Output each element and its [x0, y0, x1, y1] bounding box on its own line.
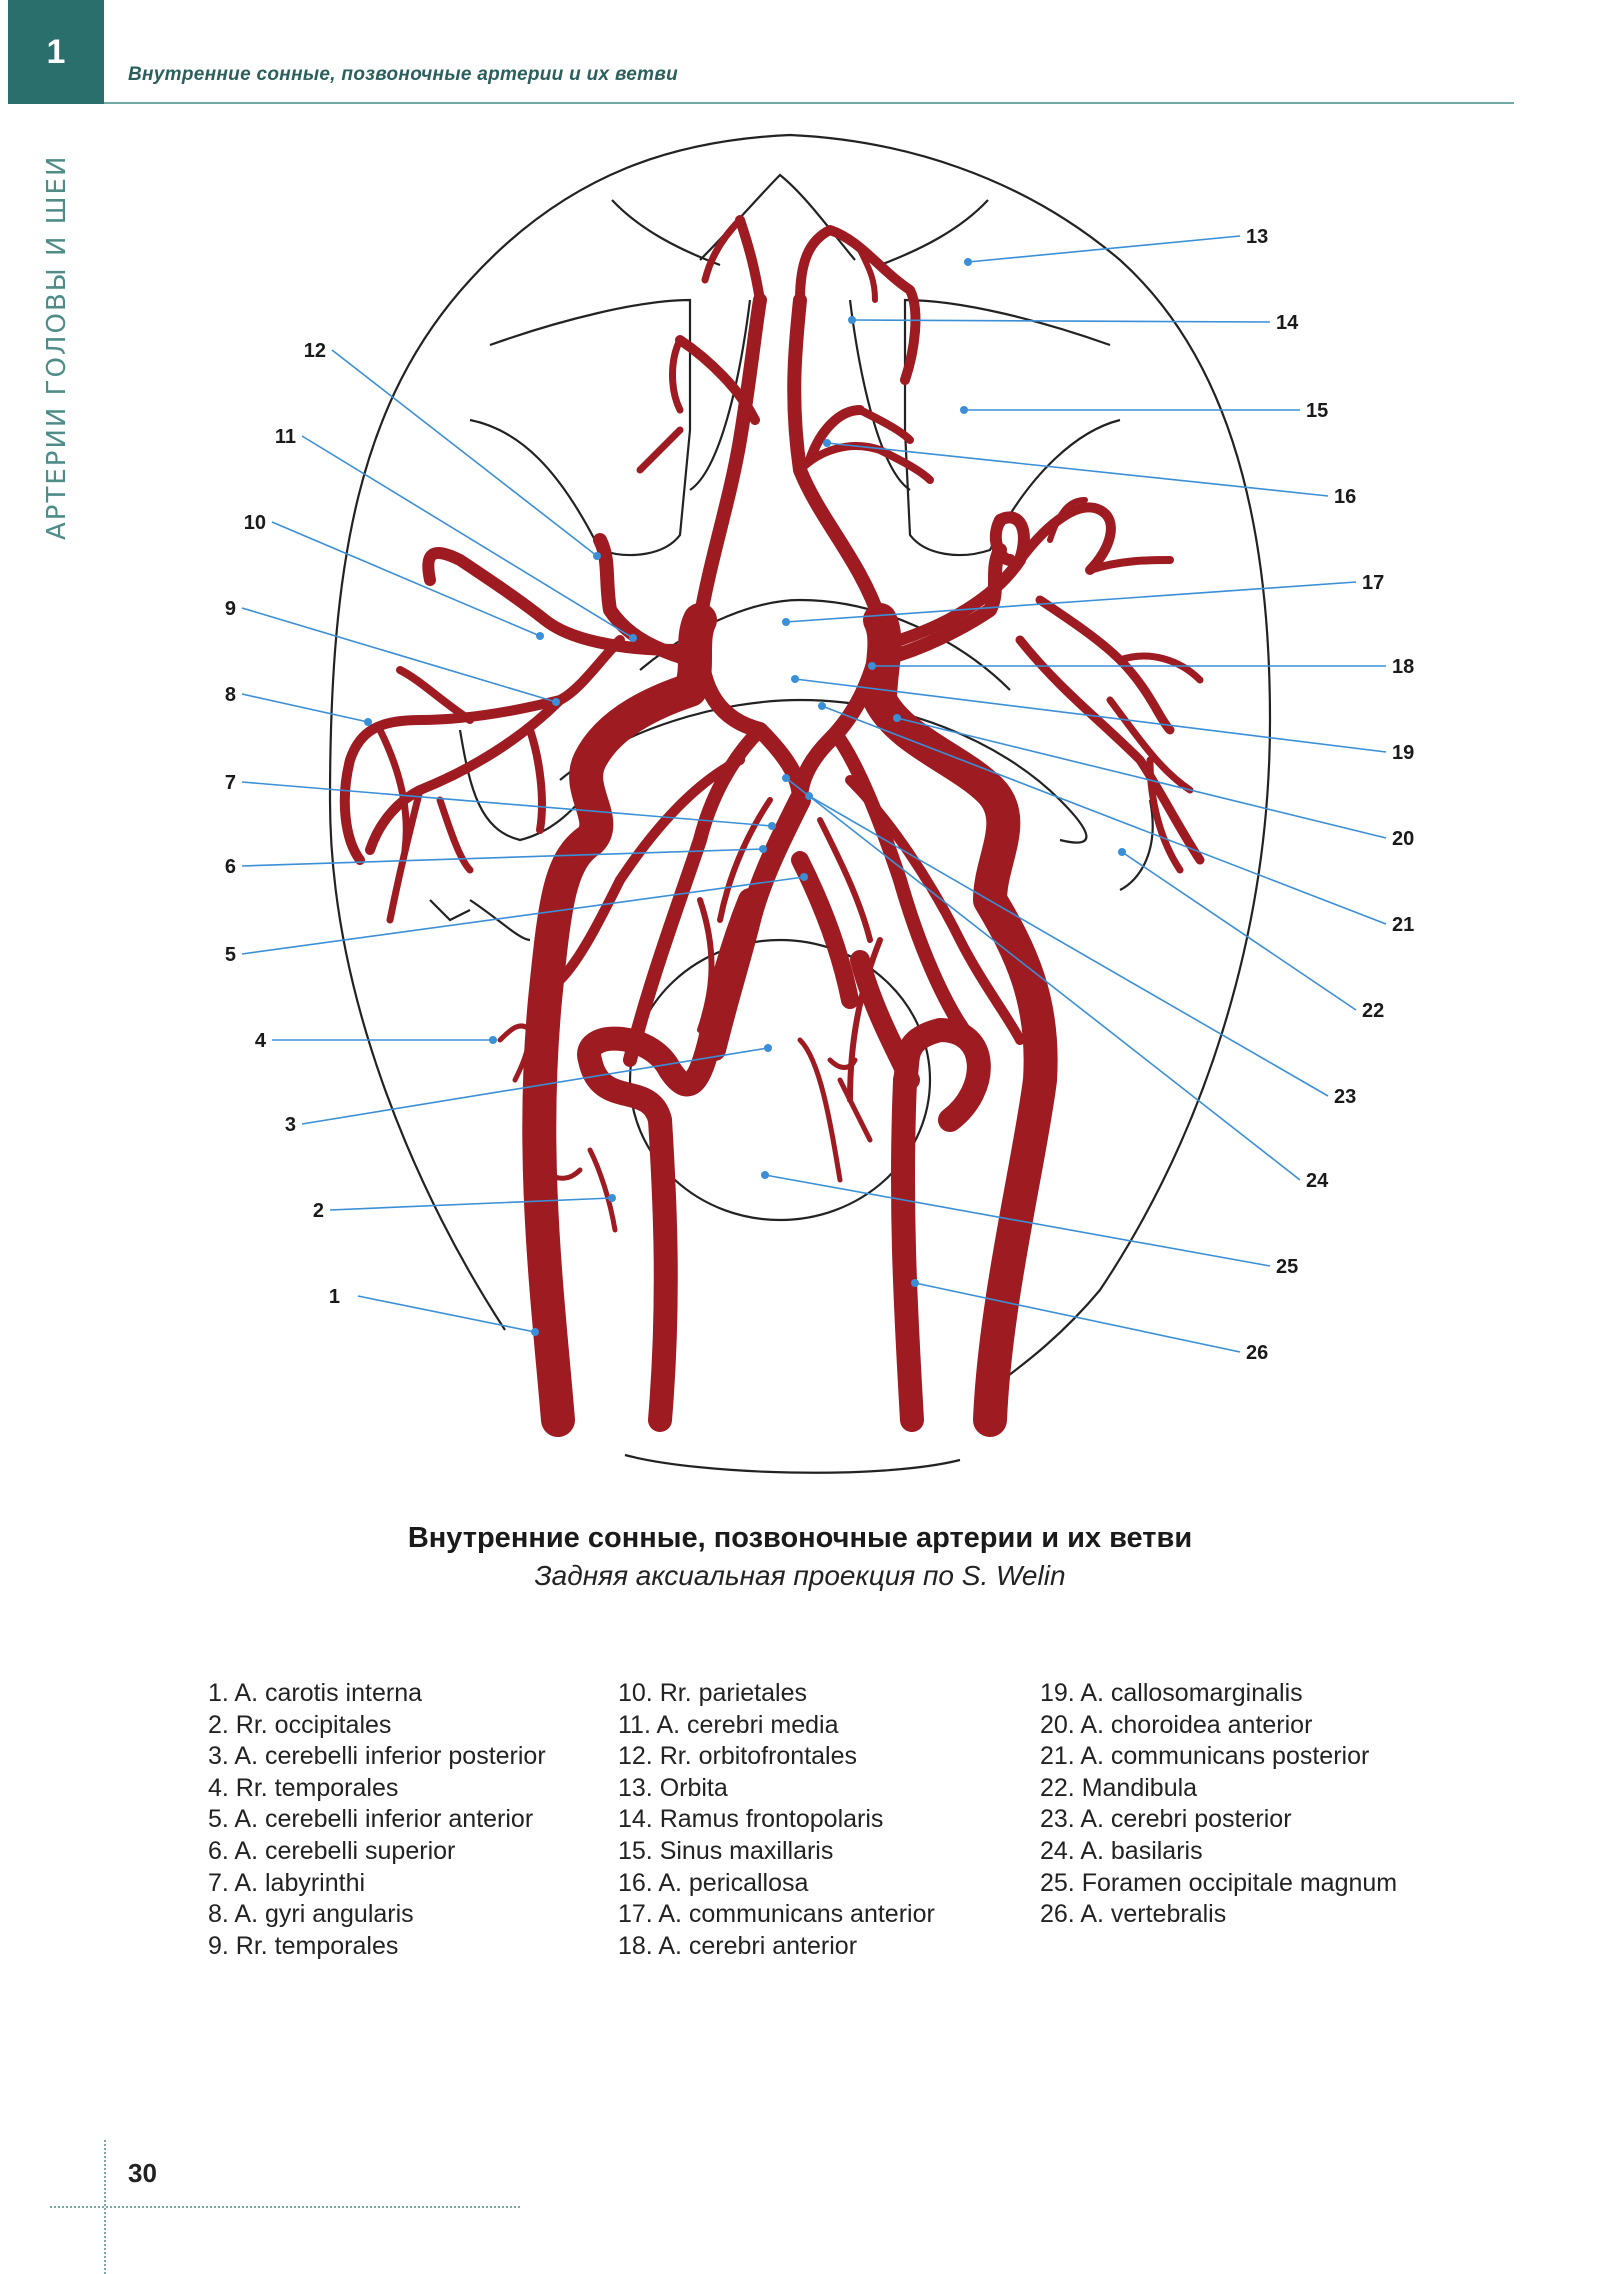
page-number: 30	[128, 2158, 157, 2188]
callout-9: 9	[225, 598, 236, 620]
callout-21: 21	[1392, 914, 1414, 936]
legend-item: 6. A. cerebelli superior	[208, 1836, 456, 1865]
legend-item: 7. A. labyrinthi	[208, 1868, 366, 1897]
callout-6: 6	[225, 856, 236, 878]
legend-column-2: 10. Rr. parietales 11. A. cerebri media …	[618, 1678, 935, 1962]
legend-item: 24. A. basilaris	[1040, 1836, 1203, 1865]
callout-10: 10	[244, 512, 266, 534]
chapter-number-box: 1	[8, 0, 104, 104]
legend-item: 23. A. cerebri posterior	[1040, 1805, 1292, 1834]
legend-item: 1. A. carotis interna	[208, 1679, 423, 1707]
callout-22: 22	[1362, 1000, 1384, 1022]
callout-26: 26	[1246, 1342, 1268, 1364]
legend-item: 20. A. choroidea anterior	[1040, 1710, 1313, 1739]
artery-diagram: 1 2 3 4 5 6 7 8 9 10 11 12 13 14 15 16 1…	[225, 133, 1414, 1474]
callout-24: 24	[1306, 1170, 1329, 1192]
callout-11: 11	[275, 426, 296, 448]
callout-1: 1	[329, 1286, 340, 1308]
figure-caption-title: Внутренние сонные, позвоночные артерии и…	[407, 1522, 1193, 1554]
legend-item: 10. Rr. parietales	[618, 1679, 807, 1707]
header-rule	[104, 102, 1514, 104]
callout-13: 13	[1246, 226, 1268, 248]
footer-dotted-vertical	[104, 2140, 106, 2274]
callout-15: 15	[1306, 400, 1328, 422]
legend-item: 26. A. vertebralis	[1040, 1900, 1227, 1929]
legend-item: 13. Orbita	[618, 1773, 728, 1802]
callout-20: 20	[1392, 828, 1414, 850]
leader-dots	[364, 258, 1126, 1336]
legend-column-1: 1. A. carotis interna 2. Rr. occipitales…	[208, 1678, 546, 1962]
callout-17: 17	[1362, 572, 1384, 594]
callout-5: 5	[225, 944, 236, 966]
legend-item: 11. A. cerebri media	[618, 1710, 839, 1739]
figure-caption-subtitle: Задняя аксиальная проекция по S. Welin	[534, 1560, 1066, 1591]
legend-item: 25. Foramen occipitale magnum	[1040, 1868, 1398, 1897]
legend-item: 17. A. communicans anterior	[618, 1900, 935, 1929]
callout-19: 19	[1392, 742, 1414, 764]
arteries	[339, 215, 1205, 1437]
legend-item: 12. Rr. orbitofrontales	[618, 1742, 858, 1771]
legend-item: 18. A. cerebri anterior	[618, 1931, 858, 1960]
legend-item: 16. A. pericallosa	[618, 1868, 809, 1897]
callouts-right: 13 14 15 16 17 18 19 20 21 22 23 24 25 2…	[1246, 226, 1414, 1364]
header-title: Внутренние сонные, позвоночные артерии и…	[128, 64, 679, 85]
callout-4: 4	[255, 1030, 267, 1052]
callout-16: 16	[1334, 486, 1356, 508]
legend-item: 5. A. cerebelli inferior anterior	[208, 1805, 534, 1834]
callout-25: 25	[1276, 1256, 1298, 1278]
legend-column-3: 19. A. callosomarginalis 20. A. choroide…	[1040, 1678, 1397, 1931]
legend-item: 4. Rr. temporales	[208, 1773, 399, 1802]
legend-item: 8. A. gyri angularis	[208, 1900, 414, 1929]
callout-12: 12	[304, 340, 326, 362]
callout-14: 14	[1276, 312, 1299, 334]
legend-item: 3. A. cerebelli inferior posterior	[208, 1742, 546, 1771]
legend-item: 19. A. callosomarginalis	[1040, 1679, 1303, 1707]
callouts-left: 1 2 3 4 5 6 7 8 9 10 11 12	[225, 340, 340, 1308]
callout-2: 2	[313, 1200, 324, 1222]
chapter-number: 1	[46, 32, 66, 71]
leader-lines	[241, 235, 1387, 1353]
legend-item: 14. Ramus frontopolaris	[618, 1805, 884, 1834]
callout-3: 3	[285, 1114, 296, 1136]
legend-item: 2. Rr. occipitales	[208, 1710, 392, 1739]
footer-dotted-rule	[50, 2206, 520, 2208]
callout-23: 23	[1334, 1086, 1356, 1108]
legend-item: 22. Mandibula	[1040, 1773, 1198, 1802]
callout-7: 7	[225, 772, 236, 794]
callout-18: 18	[1392, 656, 1414, 678]
callout-8: 8	[225, 684, 236, 706]
legend-item: 9. Rr. temporales	[208, 1931, 399, 1960]
legend-item: 15. Sinus maxillaris	[618, 1836, 834, 1865]
legend-item: 21. A. communicans posterior	[1040, 1742, 1370, 1771]
